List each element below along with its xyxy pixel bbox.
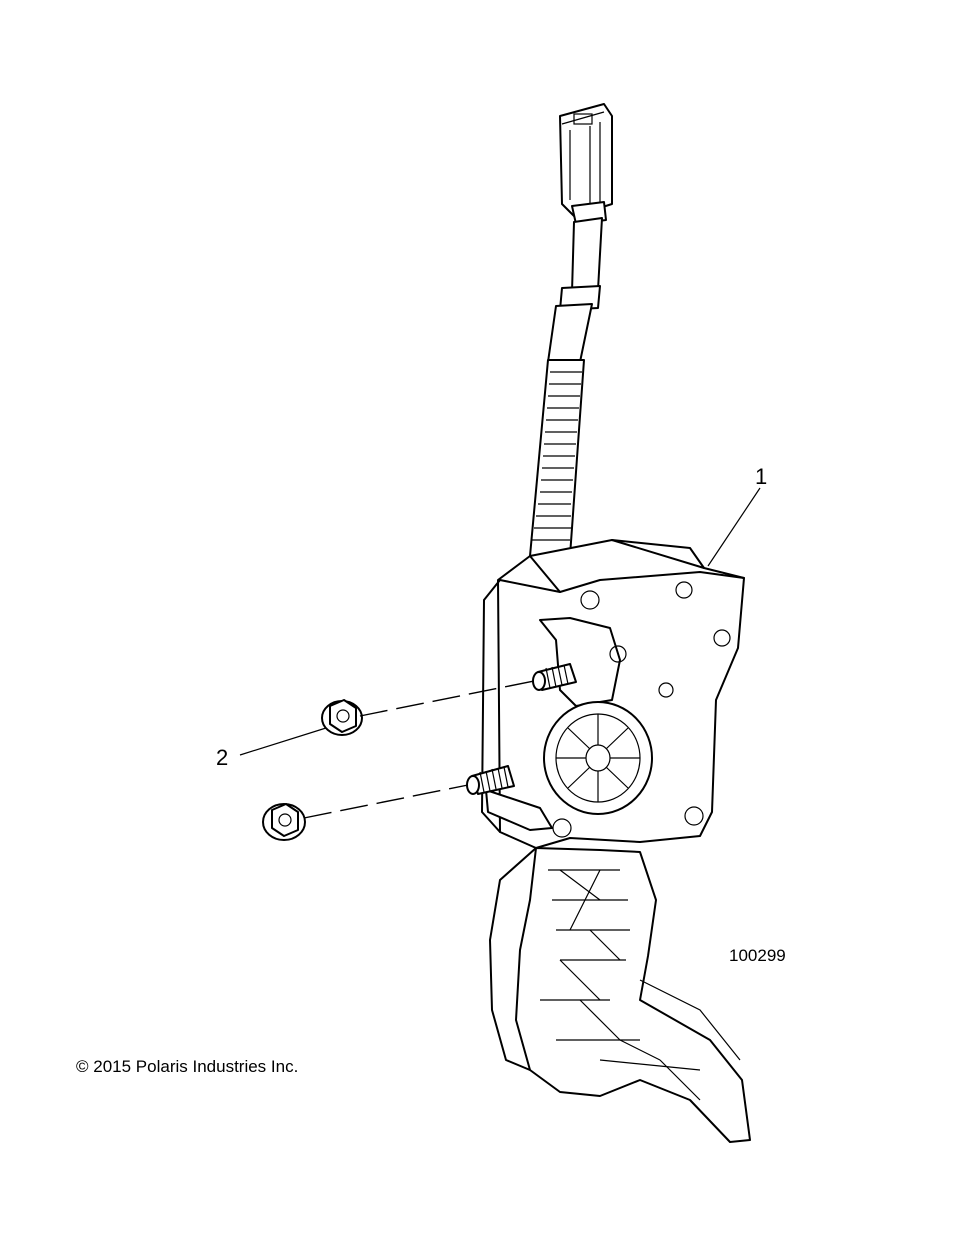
leader-line-1	[707, 487, 761, 567]
sensor-rotor	[543, 701, 653, 815]
callout-2: 2	[216, 745, 229, 770]
flange-nut-upper	[321, 699, 363, 736]
assembly-line-lower	[303, 784, 469, 819]
electrical-connector	[559, 103, 613, 225]
pedal-sensor-housing	[481, 539, 745, 849]
pedal-arm	[489, 847, 751, 1143]
callout-1: 1	[755, 464, 768, 489]
assembly-line-upper	[359, 680, 535, 717]
mounting-studs	[466, 663, 577, 795]
copyright-notice: © 2015 Polaris Industries Inc.	[76, 1057, 299, 1076]
leader-line-2	[239, 727, 327, 756]
drawing-number: 100299	[729, 946, 786, 965]
flange-nut-lower	[262, 803, 306, 841]
sensor-cable	[529, 217, 603, 557]
